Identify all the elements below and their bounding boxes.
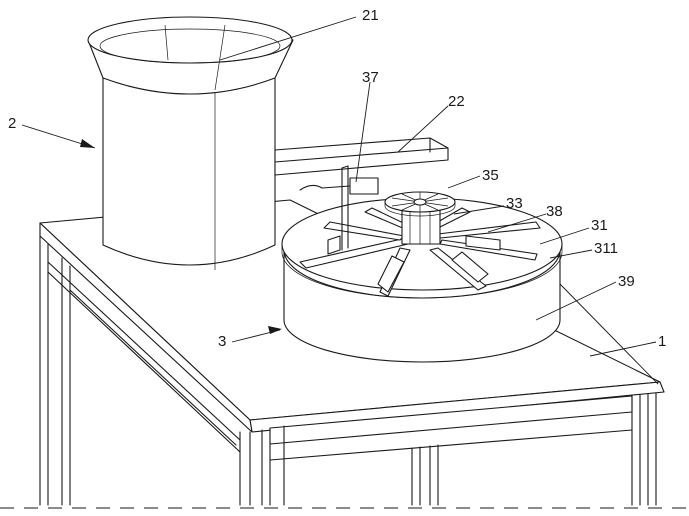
label-3: 3 bbox=[218, 333, 226, 350]
label-311: 311 bbox=[594, 240, 618, 257]
hopper bbox=[88, 17, 293, 270]
label-38: 38 bbox=[546, 203, 563, 220]
arrow-head-2 bbox=[80, 139, 95, 148]
label-37: 37 bbox=[362, 69, 379, 86]
label-39: 39 bbox=[618, 273, 635, 290]
label-31: 31 bbox=[591, 217, 608, 234]
label-33: 33 bbox=[506, 195, 523, 212]
label-21: 21 bbox=[362, 7, 379, 24]
label-1: 1 bbox=[658, 333, 666, 350]
label-35: 35 bbox=[482, 167, 499, 184]
label-22: 22 bbox=[448, 93, 465, 110]
label-2: 2 bbox=[8, 115, 16, 132]
